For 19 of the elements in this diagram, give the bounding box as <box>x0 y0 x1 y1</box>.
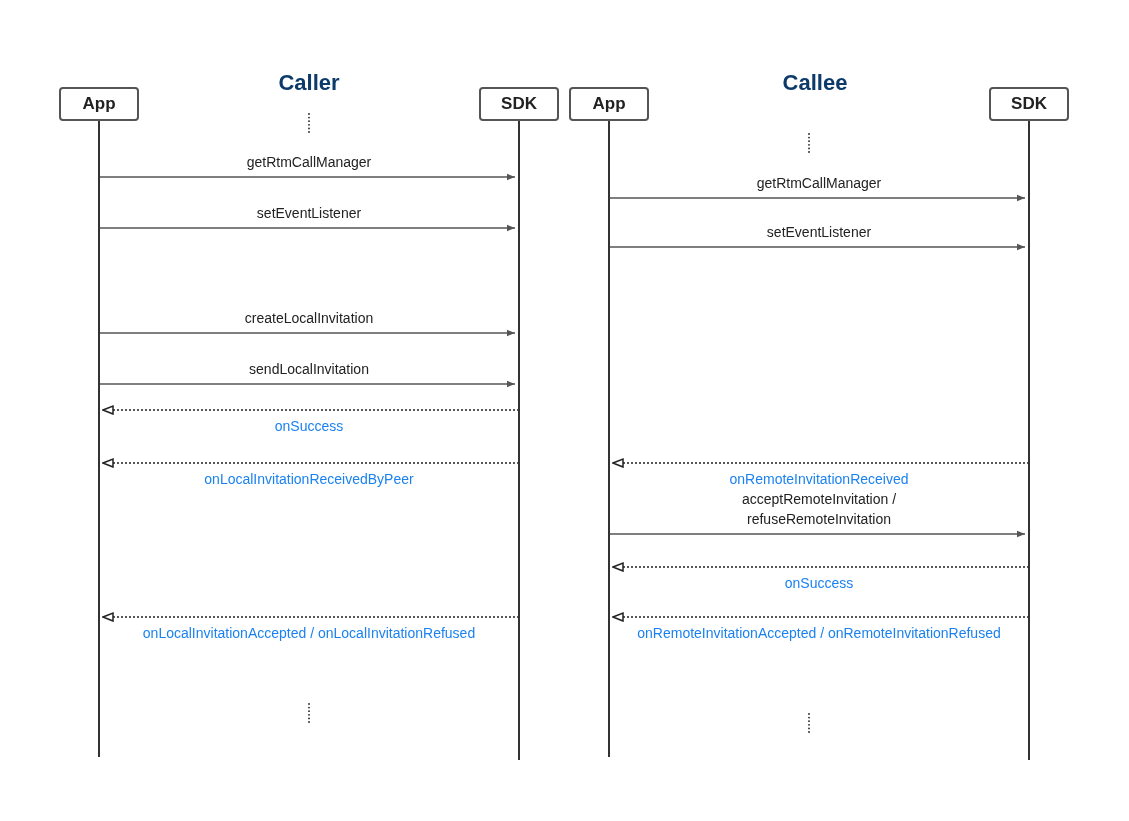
message-arrow <box>98 329 516 337</box>
message-arrow <box>608 243 1026 251</box>
lane-heading: Caller <box>278 70 340 96</box>
message-arrow <box>608 530 1026 538</box>
message-arrow <box>102 612 520 622</box>
participant-box: App <box>59 87 139 121</box>
message-arrow <box>612 612 1030 622</box>
message-arrow <box>612 562 1030 572</box>
message-arrow <box>98 224 516 232</box>
message-arrow <box>102 458 520 468</box>
message-arrow <box>608 194 1026 202</box>
message-arrow <box>102 405 520 415</box>
participant-box: App <box>569 87 649 121</box>
participant-box: SDK <box>989 87 1069 121</box>
participant-box: SDK <box>479 87 559 121</box>
message-arrow <box>612 458 1030 468</box>
lane-heading: Callee <box>782 70 848 96</box>
message-arrow <box>98 173 516 181</box>
message-arrow <box>98 380 516 388</box>
